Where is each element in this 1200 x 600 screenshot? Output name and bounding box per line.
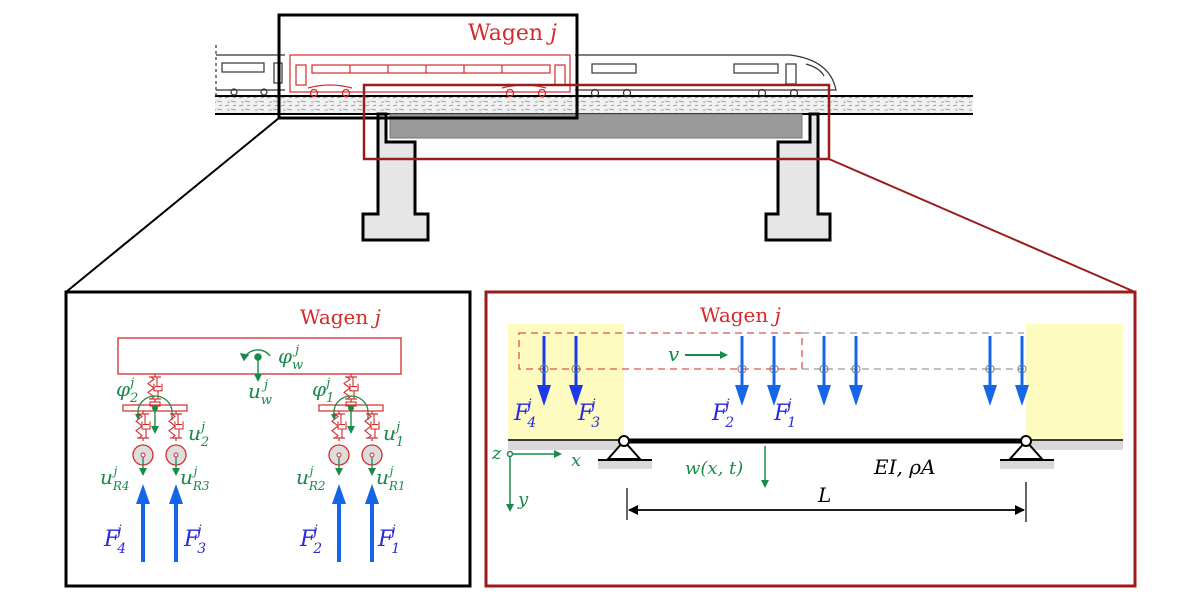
coordinate-system	[506, 450, 562, 512]
beam-F1-label: F1j	[773, 397, 796, 431]
damper-icon	[349, 377, 359, 399]
arrowhead-icon	[817, 385, 831, 406]
train-locomotive	[575, 54, 837, 98]
span-label: L	[817, 483, 831, 507]
beam-F2-label: F2j	[711, 397, 734, 431]
u-R1-label: uR1j	[376, 464, 406, 493]
contact-point-icon	[819, 364, 829, 374]
bogie-2	[122, 374, 188, 476]
contact-point-icon	[737, 364, 747, 374]
wagon-F4-label: F4j	[103, 523, 126, 557]
overview-title: Wagen j	[468, 21, 557, 46]
axis-y-label: y	[517, 489, 529, 510]
ballast-bed	[215, 96, 973, 114]
wagon-detail-frame	[277, 13, 579, 120]
u-R4-label: uR4j	[100, 464, 130, 493]
wagon-F2-label: F2j	[299, 523, 322, 557]
arrowhead-icon	[169, 484, 183, 504]
u-w-label: uwj	[248, 378, 272, 408]
contact-point-icon	[985, 364, 995, 374]
damper-icon	[337, 414, 347, 438]
u-R2-label: uR2j	[296, 464, 326, 493]
damper-icon	[174, 414, 184, 438]
left-approach-zone	[508, 324, 624, 440]
phi-2-label: φ2j	[116, 376, 138, 406]
contact-point-icon	[539, 364, 549, 374]
wagon-callout-line	[65, 117, 280, 293]
axis-z-label: z	[491, 443, 502, 464]
right-support	[1000, 435, 1054, 469]
bogie-1	[318, 374, 384, 476]
wagon-F1-label: F1j	[377, 523, 400, 557]
arrowhead-icon	[767, 385, 781, 406]
left-pier	[361, 112, 430, 242]
contact-point-icon	[1017, 364, 1027, 374]
left-support	[598, 435, 652, 469]
contact-point-icon	[571, 364, 581, 374]
arrowhead-icon	[735, 385, 749, 406]
axis-x-label: x	[571, 450, 581, 471]
arrowhead-icon	[569, 385, 583, 406]
u-R3-label: uR3j	[180, 464, 210, 493]
wagon-model-panel: Wagen j φwj uwj φ2j φ1j u2j u1j uR4j uR3…	[64, 290, 472, 588]
contact-point-icon	[769, 364, 779, 374]
phi-w-label: φwj	[278, 343, 303, 373]
beam-F4-label: F4j	[513, 397, 536, 431]
wagon-panel-title: Wagen j	[300, 305, 381, 329]
arrowhead-icon	[136, 484, 150, 504]
overview-illustration: Wagen j	[65, 13, 1136, 293]
velocity-label: v	[668, 342, 680, 366]
beam-panel-title: Wagen j	[700, 303, 781, 327]
phi-1-label: φ1j	[312, 376, 334, 406]
damper-icon	[153, 377, 163, 399]
beam-detail-frame	[362, 83, 831, 161]
right-pier	[764, 112, 832, 242]
beam-model-panel: Wagen j v F4j F3j F2j F1j	[484, 290, 1137, 588]
rotation-arc-icon	[137, 395, 173, 420]
arrowhead-icon	[983, 385, 997, 406]
arrowhead-icon	[332, 484, 346, 504]
arrowhead-icon	[365, 484, 379, 504]
next-wagon-outline	[802, 332, 1024, 370]
body-dof	[239, 349, 271, 382]
arrowhead-icon	[1015, 385, 1029, 406]
beam-F3-label: F3j	[577, 397, 600, 431]
wagon-j-outline	[518, 332, 803, 370]
deflection-label: w(x, t)	[685, 458, 743, 479]
wagon-F3-label: F3j	[183, 523, 206, 557]
u-1-label: u1j	[383, 420, 404, 450]
train-highlighted-car	[289, 54, 571, 98]
rotation-arc-icon	[333, 395, 369, 420]
contact-point-icon	[851, 364, 861, 374]
arrowhead-icon	[537, 385, 551, 406]
right-approach-zone	[1026, 324, 1123, 440]
u-2-label: u2j	[188, 420, 209, 450]
train-left-car	[215, 45, 285, 96]
arrowhead-icon	[849, 385, 863, 406]
beam-callout-line	[828, 158, 1136, 293]
stiffness-label: EI, ρA	[873, 455, 935, 479]
damper-icon	[370, 414, 380, 438]
damper-icon	[141, 414, 151, 438]
